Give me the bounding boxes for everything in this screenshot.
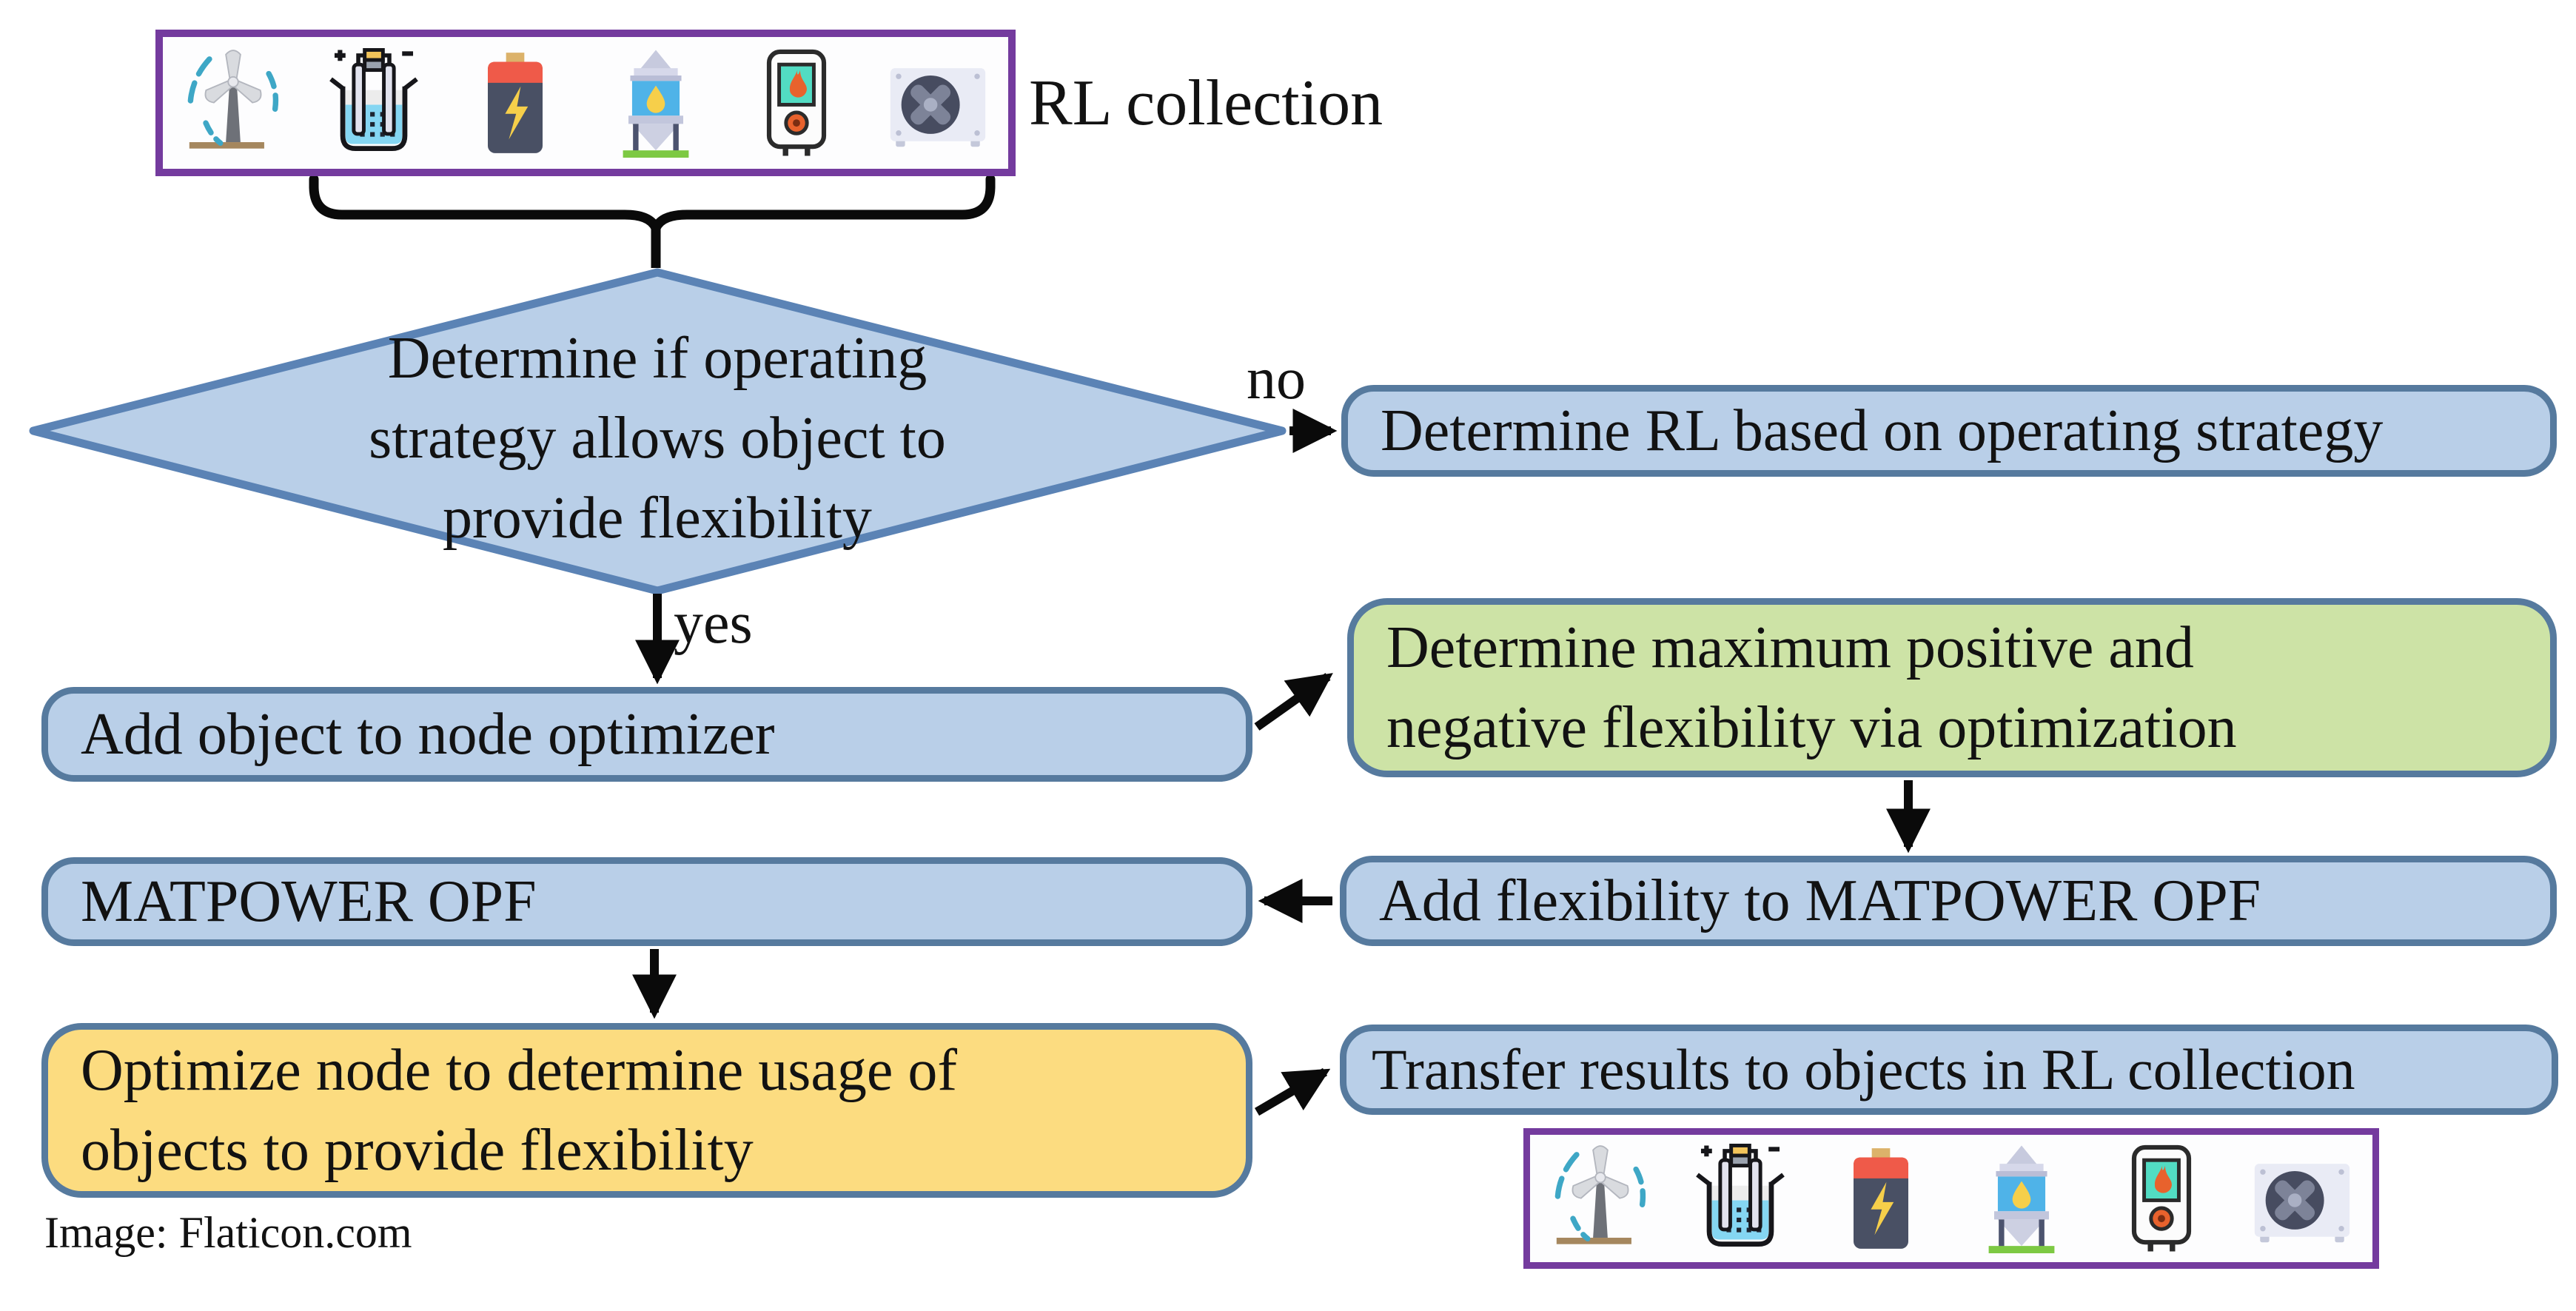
determine-flexibility-line: negative flexibility via optimization [1386, 695, 2237, 760]
yes-branch-label: yes [674, 591, 753, 656]
rl-collection-label: RL collection [1029, 67, 1383, 139]
water-heater-icon [740, 48, 853, 158]
rl-collection-strip-top [155, 30, 1016, 176]
determine-rl-box: Determine RL based on operating strategy [1341, 385, 2557, 477]
arrow-add-object-to-flexibility [1254, 673, 1333, 731]
image-credit: Image: Flaticon.com [44, 1208, 412, 1257]
determine-flexibility-box: Determine maximum positive and negative … [1347, 598, 2557, 777]
wind-turbine-icon [177, 48, 289, 158]
decision-diamond [29, 268, 1287, 595]
arrow-optimize-to-transfer [1254, 1067, 1331, 1116]
collection-bracket [309, 174, 996, 240]
add-flexibility-text: Add flexibility to MATPOWER OPF [1379, 868, 2261, 933]
decision-line: provide flexibility [443, 486, 872, 551]
determine-rl-text: Determine RL based on operating strategy [1381, 398, 2384, 463]
no-branch-label: no [1247, 346, 1306, 412]
add-object-box: Add object to node optimizer [41, 687, 1252, 782]
heat-pump-icon [2246, 1144, 2358, 1253]
electrolyzer-icon [318, 48, 430, 158]
transfer-results-box: Transfer results to objects in RL collec… [1340, 1025, 2558, 1115]
decision-label: Determine if operating strategy allows o… [213, 318, 1101, 558]
transfer-results-text: Transfer results to objects in RL collec… [1372, 1037, 2355, 1102]
optimize-node-line: Optimize node to determine usage of [81, 1038, 958, 1103]
decision-line: Determine if operating [387, 326, 928, 391]
rl-collection-strip-bottom [1523, 1128, 2379, 1269]
optimize-node-box: Optimize node to determine usage of obje… [41, 1023, 1252, 1198]
storage-tank-icon [1965, 1144, 2078, 1253]
add-flexibility-box: Add flexibility to MATPOWER OPF [1340, 856, 2557, 946]
battery-icon [1825, 1144, 1937, 1253]
matpower-opf-text: MATPOWER OPF [81, 868, 537, 934]
heat-pump-icon [882, 48, 994, 158]
electrolyzer-icon [1684, 1144, 1797, 1253]
determine-flexibility-line: Determine maximum positive and [1386, 615, 2194, 680]
storage-tank-icon [600, 48, 712, 158]
water-heater-icon [2105, 1144, 2218, 1253]
wind-turbine-icon [1544, 1144, 1657, 1253]
decision-line: strategy allows object to [369, 406, 946, 471]
matpower-opf-box: MATPOWER OPF [41, 857, 1252, 946]
add-object-text: Add object to node optimizer [81, 701, 775, 767]
battery-icon [459, 48, 571, 158]
optimize-node-line: objects to provide flexibility [81, 1118, 754, 1183]
